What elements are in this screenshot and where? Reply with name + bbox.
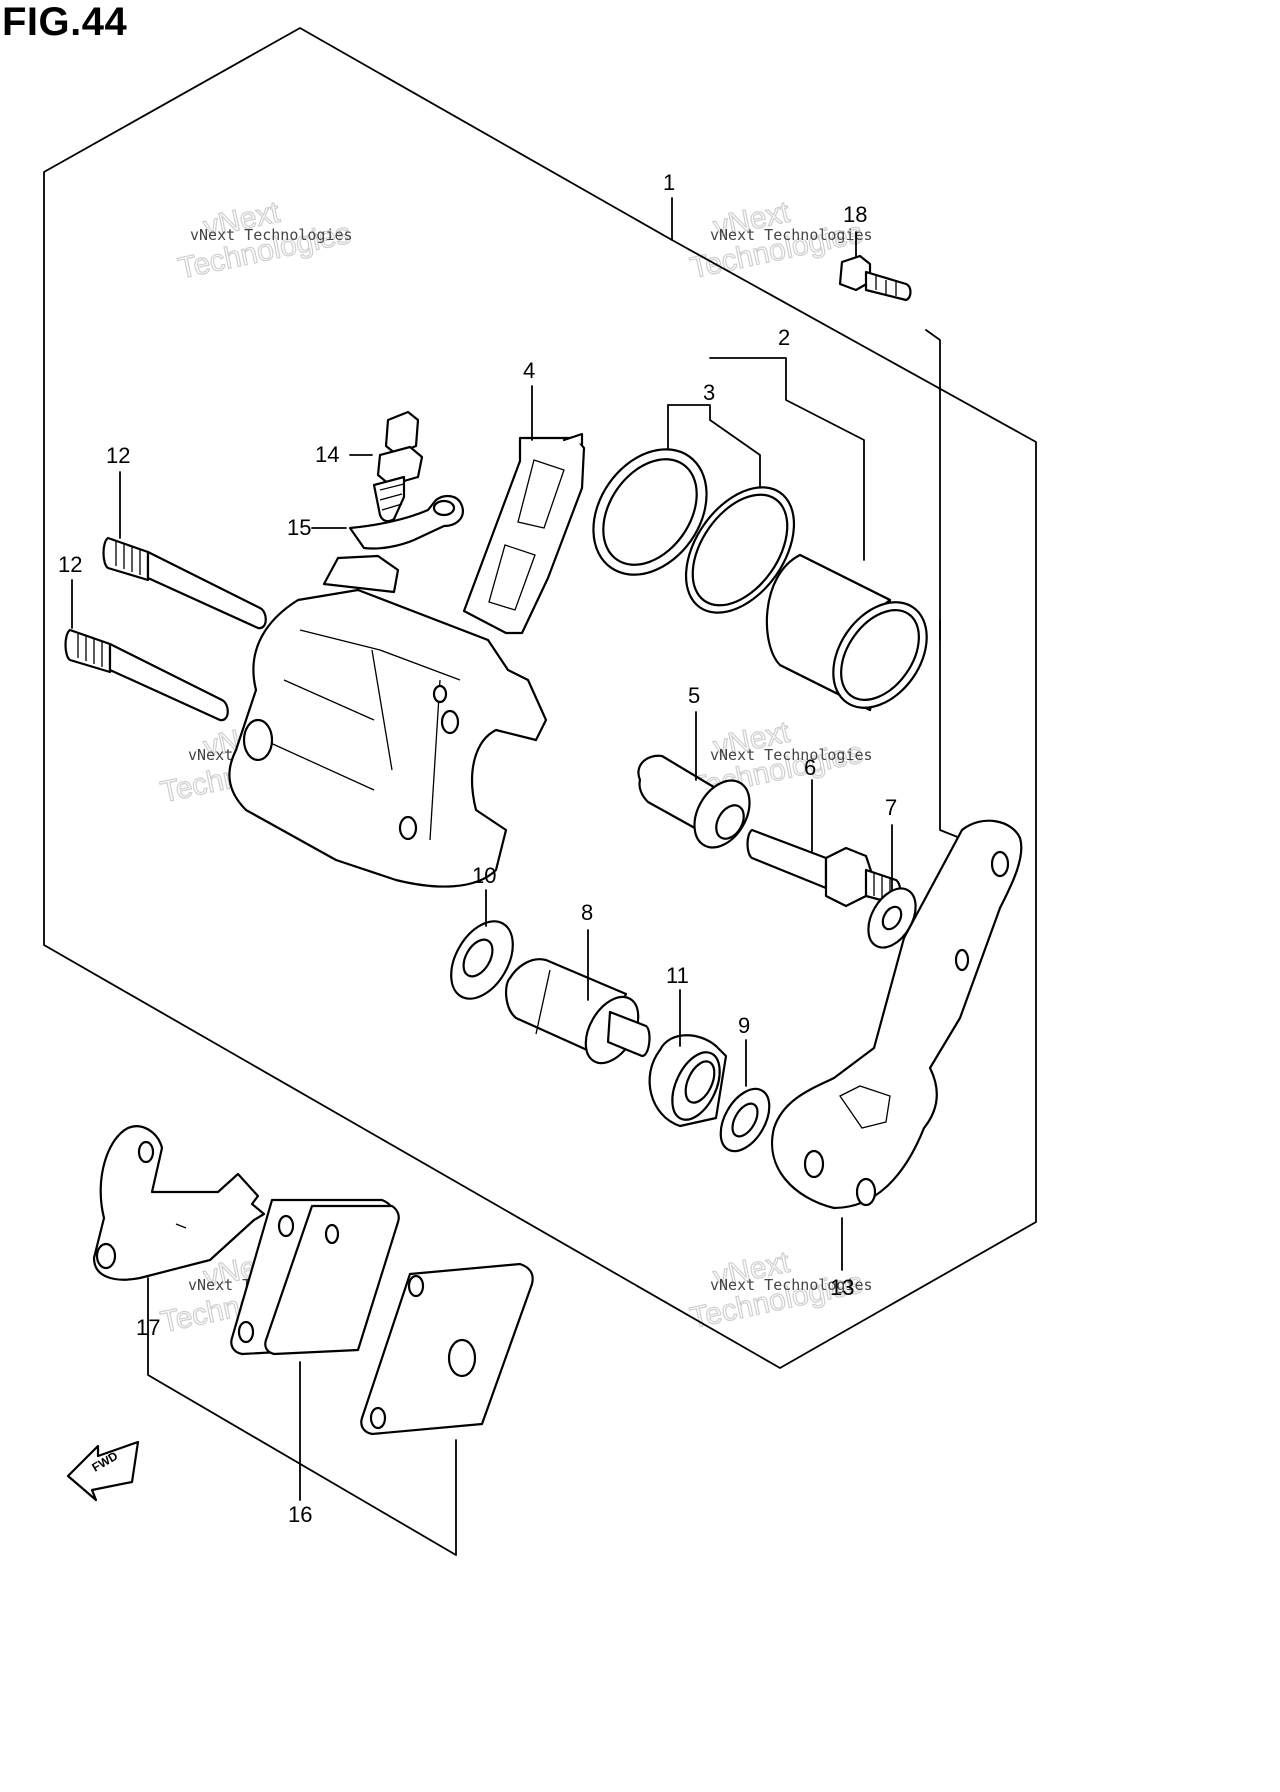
callout-7: 7 (885, 795, 897, 820)
callout-3: 3 (703, 380, 715, 405)
callout-4: 4 (523, 358, 535, 383)
part-11-boot (648, 1034, 728, 1128)
svg-text:vNext Technologies: vNext Technologies (710, 746, 873, 764)
callout-10: 10 (472, 863, 496, 888)
callout-15: 15 (287, 515, 311, 540)
watermark-6: Technologies vNext vNext Technologies (687, 1245, 873, 1336)
part-15-cap (348, 494, 464, 550)
callout-8: 8 (581, 900, 593, 925)
figure-title: FIG.44 (2, 0, 128, 44)
leader-17 (147, 1277, 457, 1556)
watermark-1: Technologies vNext vNext Technologies (175, 195, 354, 286)
callout-1: 1 (663, 170, 675, 195)
callout-17: 17 (136, 1315, 160, 1340)
part-9-washer (719, 1087, 771, 1153)
callout-16: 16 (288, 1502, 312, 1527)
callout-2: 2 (778, 325, 790, 350)
part-2-piston (765, 553, 928, 712)
leader-3 (667, 404, 761, 496)
callout-18: 18 (843, 202, 867, 227)
part-18-bolt (838, 254, 912, 302)
callout-12a: 12 (106, 443, 130, 468)
part-14-bleeder (372, 410, 424, 523)
part-5-boot (637, 754, 751, 849)
callout-9: 9 (738, 1013, 750, 1038)
svg-text:vNext Technologies: vNext Technologies (190, 226, 353, 244)
part-4-pad-spring (462, 432, 586, 635)
callout-13: 13 (830, 1275, 854, 1300)
callout-11: 11 (666, 963, 689, 988)
part-12-pin-lower (64, 628, 229, 722)
callout-6: 6 (804, 755, 816, 780)
callout-12b: 12 (58, 552, 82, 577)
svg-text:vNext Technologies: vNext Technologies (710, 1276, 873, 1294)
part-17-shim (92, 1125, 266, 1281)
caliper-body (228, 554, 548, 888)
svg-text:vNext Technologies: vNext Technologies (710, 226, 873, 244)
callout-5: 5 (688, 683, 700, 708)
leader-2 (709, 357, 865, 561)
part-13-bracket (771, 819, 1023, 1210)
fwd-arrow-icon: FWD (66, 1440, 140, 1502)
part-16-pad-outer (360, 1262, 534, 1436)
assembly-outline (43, 27, 1037, 1369)
part-12-pin-upper (102, 536, 267, 630)
part-16-pad-inner (230, 1198, 400, 1356)
part-3-seal-rings (592, 448, 796, 614)
part-6-pin-bolt (746, 828, 902, 908)
part-10-boot (450, 920, 514, 1000)
callout-14: 14 (315, 442, 339, 467)
part-8-pin (504, 958, 651, 1065)
leader-18-drop (925, 329, 961, 839)
